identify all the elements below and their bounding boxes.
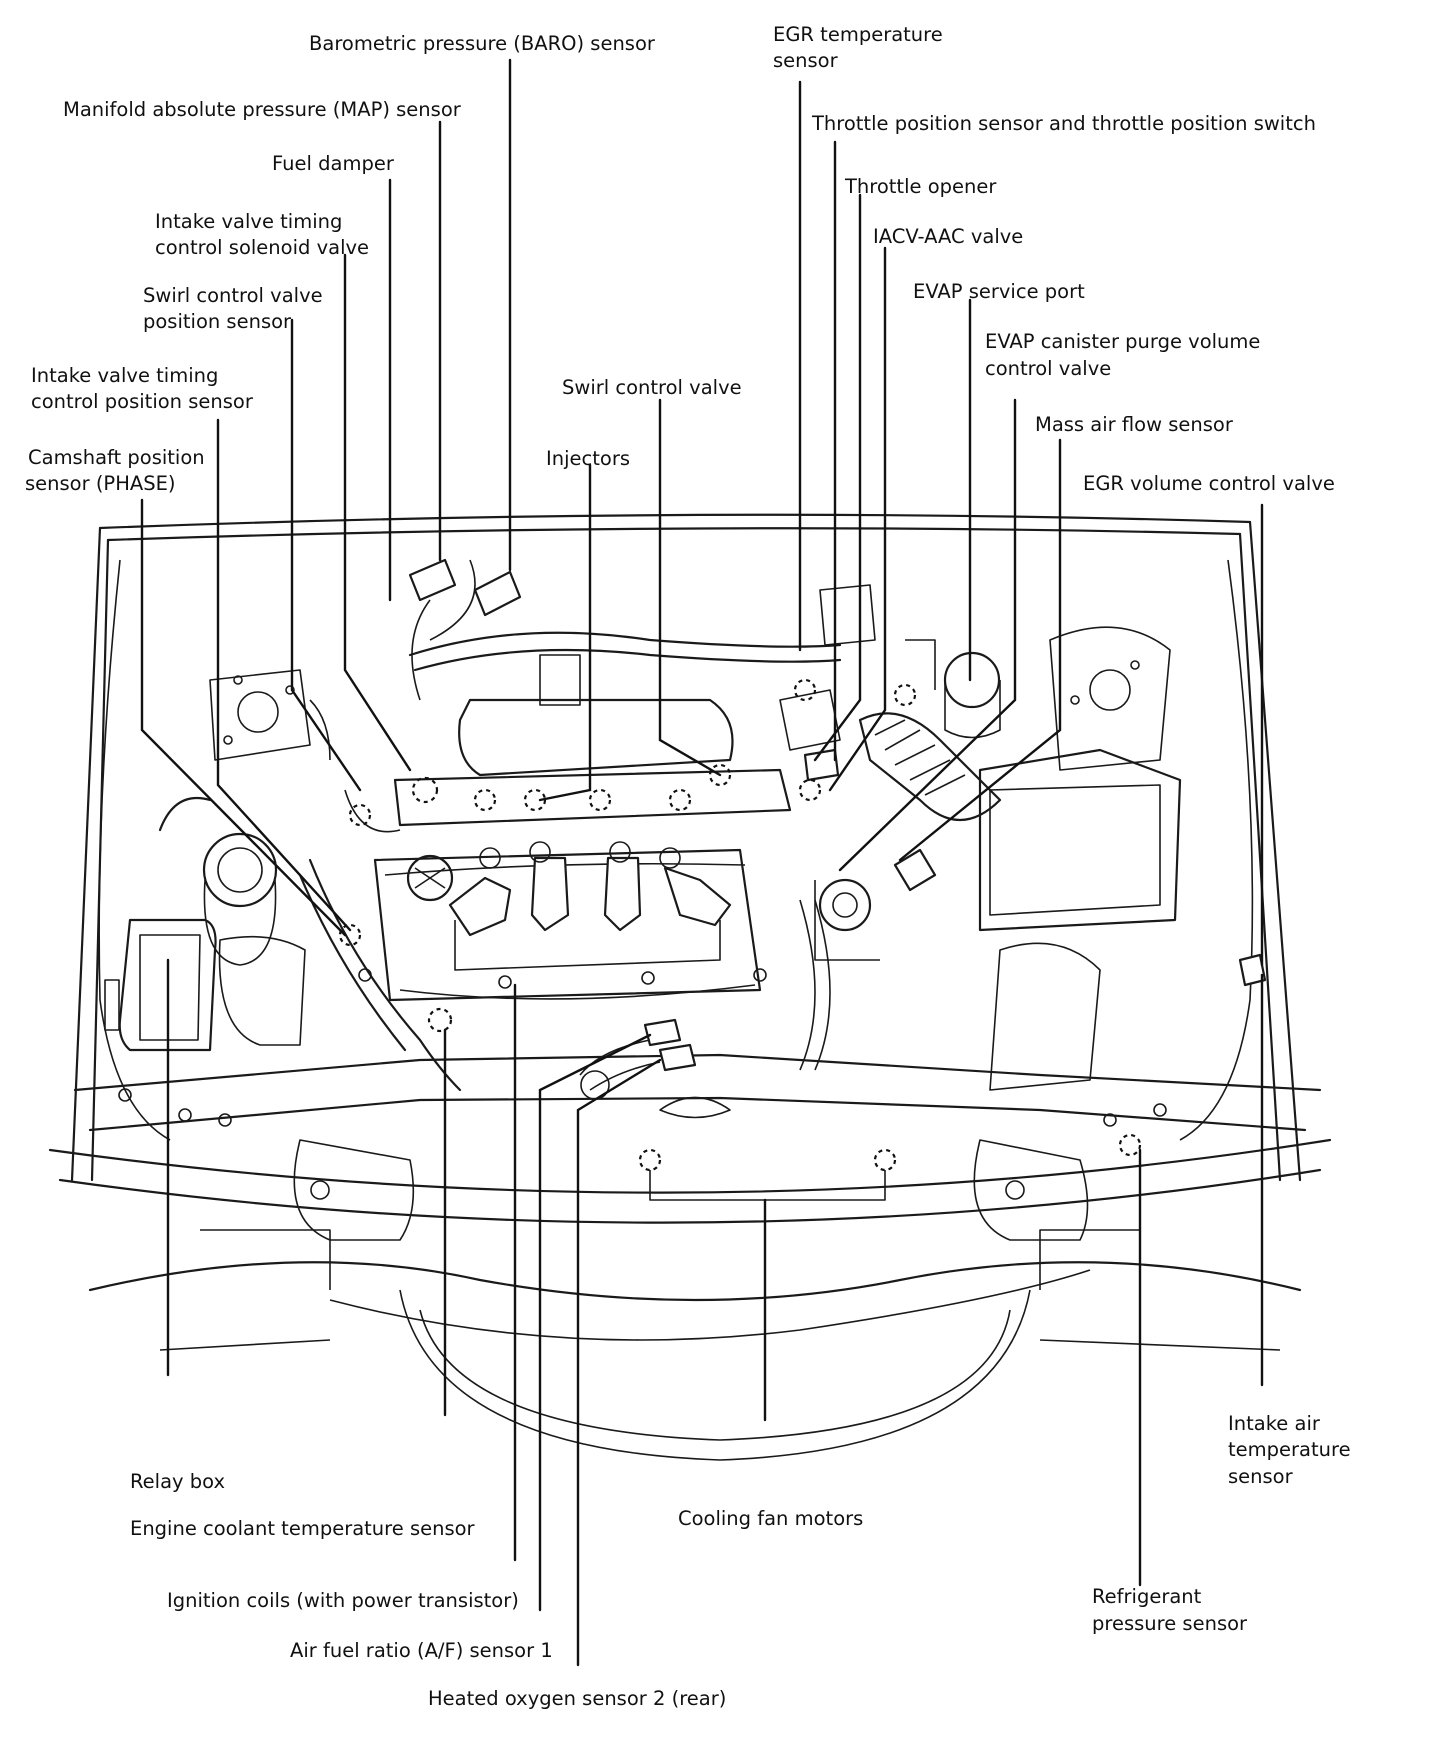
label-intake-air-temp-line2: temperature xyxy=(1228,1438,1351,1461)
label-intake-air-temp-line1: Intake air xyxy=(1228,1412,1321,1435)
label-camshaft-line1: Camshaft position xyxy=(28,446,205,469)
label-throttle-opener: Throttle opener xyxy=(844,175,997,198)
engine-bay-drawing xyxy=(48,513,1332,1461)
label-egr-volume-valve: EGR volume control valve xyxy=(1083,472,1335,495)
label-ivtc-position-line2: control position sensor xyxy=(31,390,254,413)
component-labels: Barometric pressure (BARO) sensor Manifo… xyxy=(25,23,1351,1710)
label-engine-coolant-temp: Engine coolant temperature sensor xyxy=(130,1517,476,1540)
leader-lines xyxy=(140,58,1264,1667)
label-cooling-fan-motors: Cooling fan motors xyxy=(678,1507,863,1530)
label-fuel-damper: Fuel damper xyxy=(272,152,395,175)
label-ivtc-solenoid-line2: control solenoid valve xyxy=(155,236,369,259)
label-refrigerant-line2: pressure sensor xyxy=(1092,1612,1248,1635)
label-mass-air-flow: Mass air flow sensor xyxy=(1035,413,1234,436)
ignition-coil-group xyxy=(448,841,732,937)
label-refrigerant-line1: Refrigerant xyxy=(1092,1585,1202,1608)
label-intake-air-temp-line3: sensor xyxy=(1228,1465,1294,1488)
label-relay-box: Relay box xyxy=(130,1470,225,1493)
label-iacv-aac: IACV-AAC valve xyxy=(873,225,1023,248)
label-evap-purge-line1: EVAP canister purge volume xyxy=(985,330,1260,353)
label-swirl-position-line1: Swirl control valve xyxy=(143,284,323,307)
label-map-sensor: Manifold absolute pressure (MAP) sensor xyxy=(63,98,462,121)
label-camshaft-line2: sensor (PHASE) xyxy=(25,472,176,495)
label-af-sensor: Air fuel ratio (A/F) sensor 1 xyxy=(290,1639,553,1662)
label-throttle-position: Throttle position sensor and throttle po… xyxy=(811,112,1316,135)
label-swirl-position-line2: position sensor xyxy=(143,310,292,333)
label-injectors: Injectors xyxy=(546,447,630,470)
label-ivtc-position-line1: Intake valve timing xyxy=(31,364,218,387)
label-baro-sensor: Barometric pressure (BARO) sensor xyxy=(309,32,656,55)
label-heated-oxygen-sensor: Heated oxygen sensor 2 (rear) xyxy=(428,1687,726,1710)
label-swirl-control-valve: Swirl control valve xyxy=(562,376,742,399)
label-egr-temp-line1: EGR temperature xyxy=(773,23,943,46)
label-egr-temp-line2: sensor xyxy=(773,49,839,72)
label-evap-service-port: EVAP service port xyxy=(913,280,1085,303)
label-evap-purge-line2: control valve xyxy=(985,357,1111,380)
label-ignition-coils: Ignition coils (with power transistor) xyxy=(167,1589,519,1612)
label-ivtc-solenoid-line1: Intake valve timing xyxy=(155,210,342,233)
